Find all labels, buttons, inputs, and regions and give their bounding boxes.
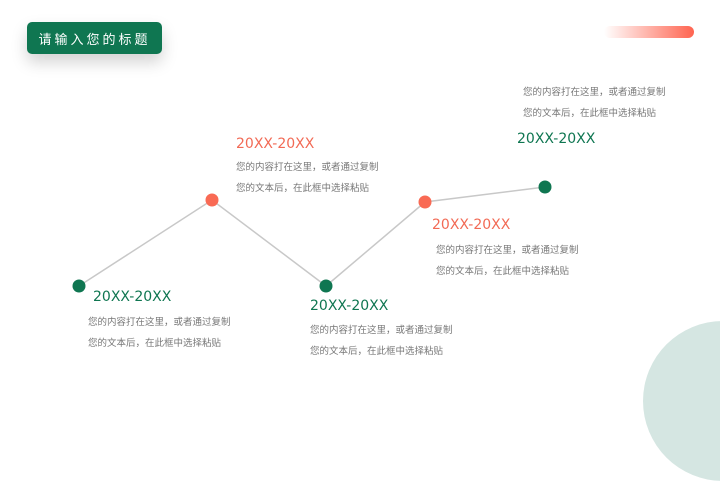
timeline-desc-3: 您的内容打在这里，或者通过复制 您的文本后，在此框中选择粘贴 (310, 320, 453, 362)
timeline-node-1 (72, 279, 86, 293)
decorative-gradient-bar (604, 26, 694, 38)
desc-line: 您的内容打在这里，或者通过复制 (88, 317, 231, 328)
desc-line: 您的内容打在这里，或者通过复制 (236, 162, 379, 173)
desc-line: 您的文本后，在此框中选择粘贴 (523, 108, 657, 119)
desc-line: 您的文本后，在此框中选择粘贴 (236, 183, 370, 194)
timeline-label-1: 20XX-20XX (93, 289, 172, 305)
desc-line: 您的内容打在这里，或者通过复制 (310, 325, 453, 336)
timeline-desc-2: 您的内容打在这里，或者通过复制 您的文本后，在此框中选择粘贴 (236, 157, 379, 199)
desc-line: 您的文本后，在此框中选择粘贴 (88, 338, 222, 349)
timeline-label-4: 20XX-20XX (432, 217, 511, 233)
desc-line: 您的内容打在这里，或者通过复制 (436, 245, 579, 256)
page-title: 请输入您的标题 (27, 22, 162, 54)
timeline-desc-1: 您的内容打在这里，或者通过复制 您的文本后，在此框中选择粘贴 (88, 312, 231, 354)
timeline-label-2: 20XX-20XX (236, 136, 315, 152)
desc-line: 您的内容打在这里，或者通过复制 (523, 87, 666, 98)
desc-line: 您的文本后，在此框中选择粘贴 (436, 266, 570, 277)
timeline-node-5 (538, 180, 552, 194)
timeline-label-5: 20XX-20XX (517, 131, 596, 147)
desc-line: 您的文本后，在此框中选择粘贴 (310, 346, 444, 357)
timeline-node-2 (205, 193, 219, 207)
timeline-label-3: 20XX-20XX (310, 298, 389, 314)
timeline-desc-5: 您的内容打在这里，或者通过复制 您的文本后，在此框中选择粘贴 (523, 82, 666, 124)
timeline-node-3 (319, 279, 333, 293)
timeline-desc-4: 您的内容打在这里，或者通过复制 您的文本后，在此框中选择粘贴 (436, 240, 579, 282)
timeline-node-4 (418, 195, 432, 209)
